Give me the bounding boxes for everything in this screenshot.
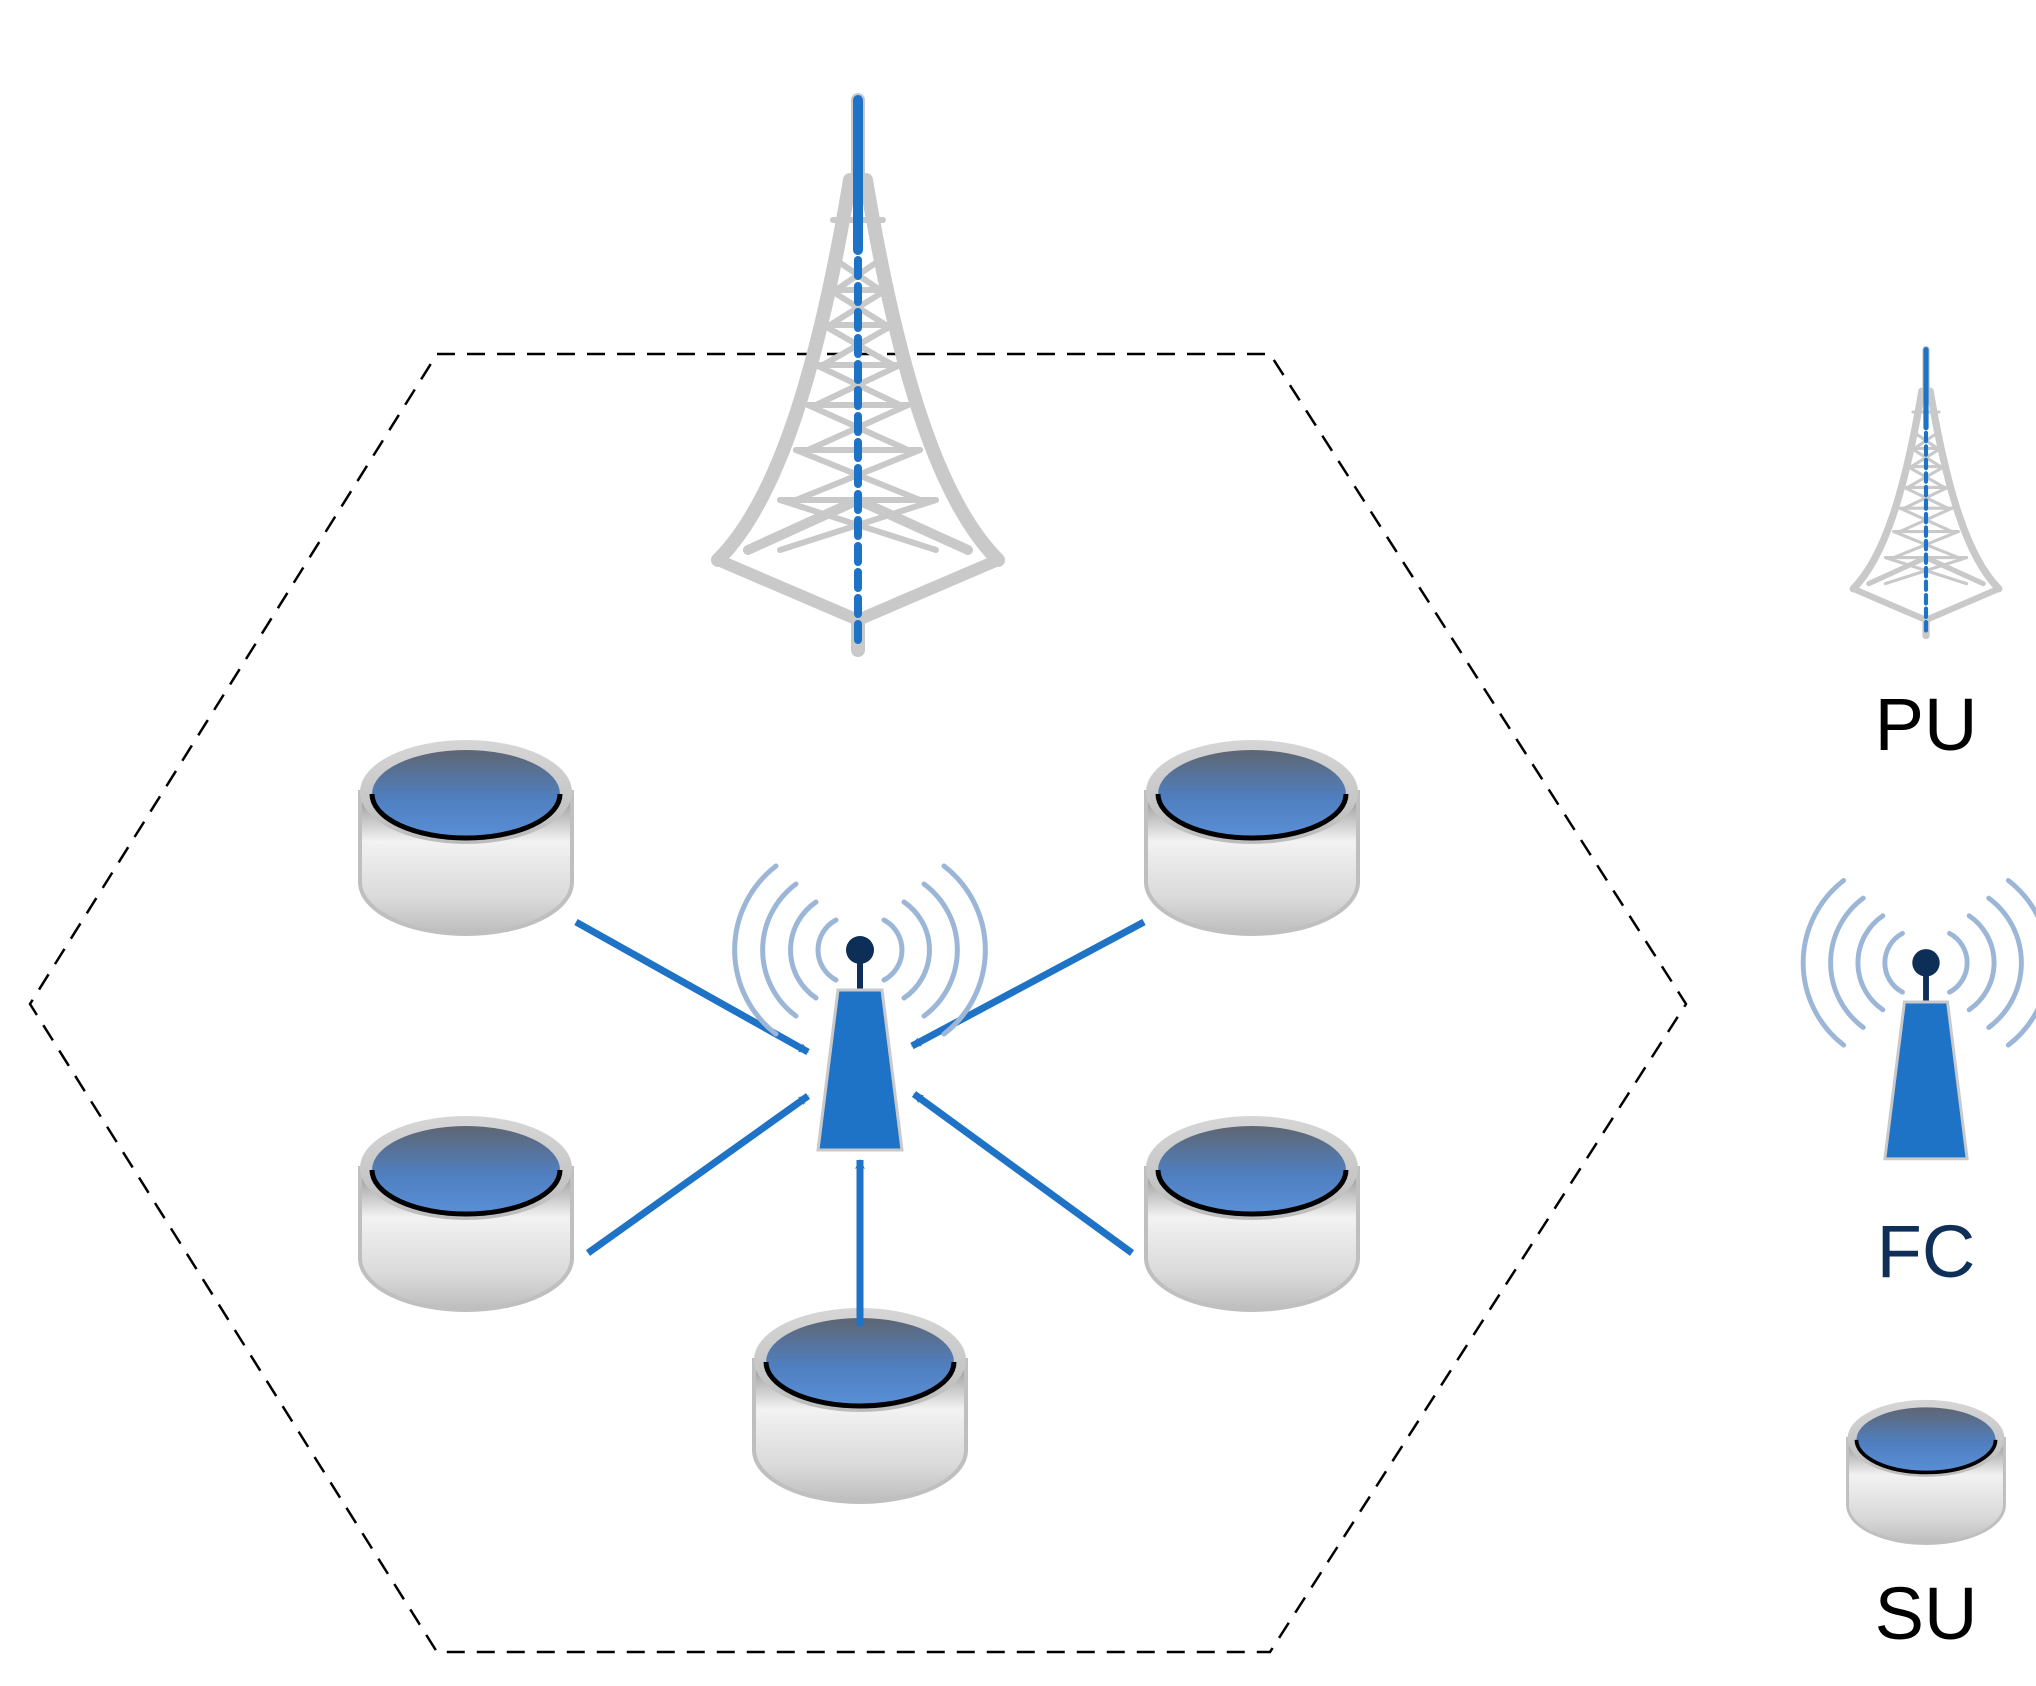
legend-fc-antenna-icon bbox=[1803, 880, 2036, 1158]
secondary-user-icon bbox=[360, 740, 572, 934]
secondary-user-icon bbox=[360, 1116, 572, 1310]
arrow-su-bottom-right bbox=[911, 1091, 1135, 1256]
primary-user-tower-icon bbox=[718, 100, 998, 650]
arrow-su-bottom-left bbox=[585, 1093, 811, 1256]
legend-pu-tower-icon bbox=[1853, 350, 1999, 636]
legend bbox=[1803, 350, 2036, 1546]
fusion-center-icon bbox=[735, 866, 986, 1150]
legend-su-cylinder-icon bbox=[1845, 1398, 2007, 1546]
legend-label-su: SU bbox=[1874, 1572, 1978, 1655]
secondary-user-icon bbox=[754, 1308, 966, 1502]
secondary-user-icon bbox=[1146, 740, 1358, 934]
legend-label-fc: FC bbox=[1876, 1210, 1976, 1293]
legend-label-pu: PU bbox=[1874, 683, 1978, 766]
arrow-su-top-right bbox=[910, 918, 1146, 1050]
secondary-user-icon bbox=[1146, 1116, 1358, 1310]
coverage-hexagon bbox=[28, 352, 1688, 1654]
